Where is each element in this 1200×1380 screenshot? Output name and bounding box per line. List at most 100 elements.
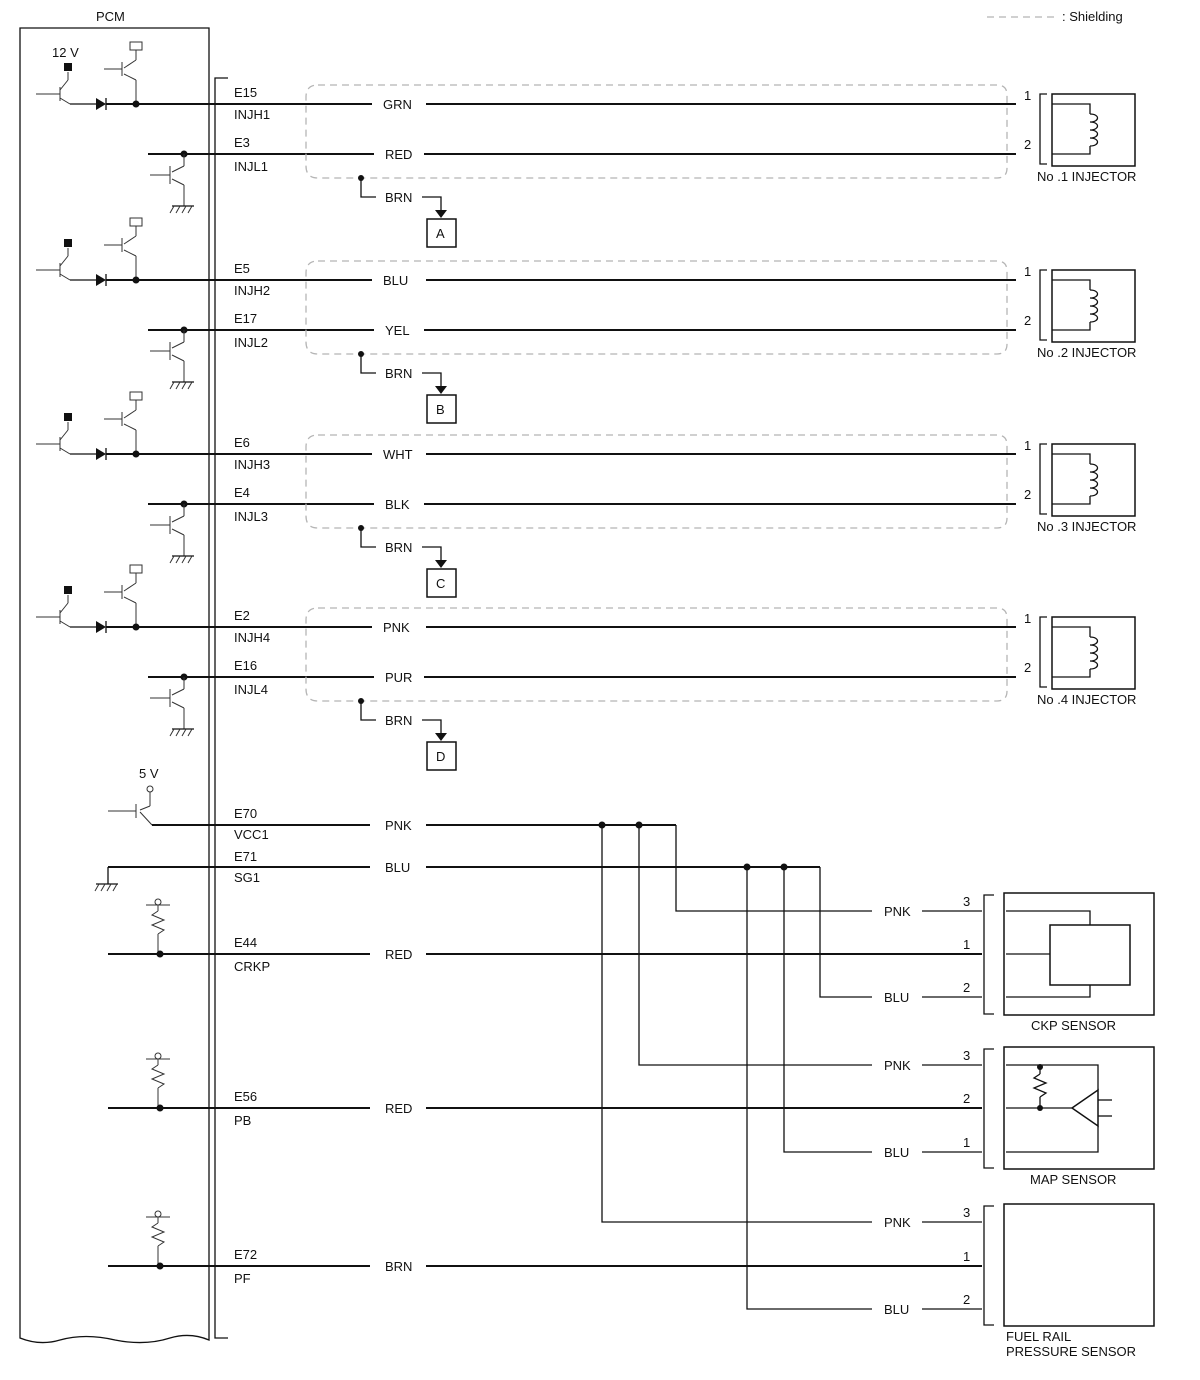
wire-color-ground-1: BRN (385, 190, 412, 205)
injector-3-term-1: 1 (1024, 438, 1031, 453)
pullup-resistor (150, 1064, 166, 1089)
pin-name-injl3: INJL3 (234, 509, 268, 524)
injector-1-low-driver (148, 150, 228, 214)
supply-12v-label: 12 V (52, 45, 79, 60)
ground-ref-box-b (426, 394, 457, 424)
wire-color-injh4: PNK (383, 620, 410, 635)
injector-1-label: No .1 INJECTOR (1037, 169, 1136, 184)
injector-4-low-driver (148, 673, 228, 737)
map-term-power: 3 (963, 1048, 970, 1063)
map-ground-color: BLU (884, 1145, 909, 1160)
wire-map-ground (783, 867, 872, 1153)
wire-color-injl1: RED (385, 147, 412, 162)
pin-name-vcc1: VCC1 (234, 827, 269, 842)
map-sensor: 3 2 1 MAP SENSOR (963, 1046, 1155, 1187)
injector-1-connector (1039, 93, 1047, 165)
wire-color-injl2: YEL (385, 323, 410, 338)
pin-name-injl2: INJL2 (234, 335, 268, 350)
injector-2-coil (1089, 289, 1099, 323)
pin-name-injl1: INJL1 (234, 159, 268, 174)
frp-power-color: PNK (884, 1215, 911, 1230)
pin-e2: E2 (234, 608, 250, 623)
injector-2-term-2: 2 (1024, 313, 1031, 328)
wire-color-pf: BRN (385, 1259, 412, 1274)
pullup-resistor (150, 910, 166, 935)
pin-e56: E56 (234, 1089, 257, 1104)
pin-name-injh4: INJH4 (234, 630, 270, 645)
pin-e6: E6 (234, 435, 250, 450)
wire-color-injl4: PUR (385, 670, 412, 685)
ckp-power-color: PNK (884, 904, 911, 919)
ground-ref-label-a: A (436, 226, 445, 241)
ckp-ground-color: BLU (884, 990, 909, 1005)
pin-e71: E71 (234, 849, 257, 864)
wire-color-injl3: BLK (385, 497, 410, 512)
injector-4-high-driver (36, 564, 228, 633)
injector-4-coil (1089, 636, 1099, 670)
wire-frp-power (601, 825, 872, 1223)
injector-4-body (1051, 616, 1136, 690)
pcm-connector-e (214, 77, 228, 1339)
pin-e15: E15 (234, 85, 257, 100)
map-term-ground: 1 (963, 1135, 970, 1150)
injector-3-coil (1089, 463, 1099, 497)
wire-color-sg1: BLU (385, 860, 410, 875)
shielding-legend-label: : Shielding (1062, 9, 1123, 24)
pin-name-sg1: SG1 (234, 870, 260, 885)
wire-ckp-ground (819, 867, 872, 998)
supply-5v-label: 5 V (139, 766, 159, 781)
ground-ref-label-c: C (436, 576, 445, 591)
pin-e44: E44 (234, 935, 257, 950)
frp-term-signal: 1 (963, 1249, 970, 1264)
pin-name-injh2: INJH2 (234, 283, 270, 298)
injector-2-body (1051, 269, 1136, 343)
injector-1-body (1051, 93, 1136, 167)
pin-name-pb: PB (234, 1113, 251, 1128)
wire-color-ground-2: BRN (385, 366, 412, 381)
pin-name-crkp: CRKP (234, 959, 270, 974)
pin-e70: E70 (234, 806, 257, 821)
injector-3-body (1051, 443, 1136, 517)
pin-e16: E16 (234, 658, 257, 673)
injector-3-low-driver (148, 500, 228, 564)
pin-name-injl4: INJL4 (234, 682, 268, 697)
pcm-title: PCM (96, 9, 125, 24)
injector-2-label: No .2 INJECTOR (1037, 345, 1136, 360)
ckp-sensor: 3 1 2 CKP SENSOR (963, 892, 1155, 1033)
injector-3-connector (1039, 443, 1047, 515)
injector-1-high-driver (36, 41, 228, 110)
injector-2-term-1: 1 (1024, 264, 1031, 279)
ckp-term-power: 3 (963, 894, 970, 909)
ground-ref-box-a (426, 218, 457, 248)
wire-color-ground-3: BRN (385, 540, 412, 555)
ground-ref-label-d: D (436, 749, 445, 764)
wire-frp-ground (746, 867, 872, 1310)
pcm-module: PCM (19, 9, 228, 1344)
sg1-ground-symbol (94, 867, 118, 892)
pin-name-injh1: INJH1 (234, 107, 270, 122)
ckp-sensor-label: CKP SENSOR (1031, 1018, 1116, 1033)
frp-term-ground: 2 (963, 1292, 970, 1307)
injector-3-term-2: 2 (1024, 487, 1031, 502)
injector-1-shielding (305, 84, 1008, 179)
injector-3-label: No .3 INJECTOR (1037, 519, 1136, 534)
wire-color-injh3: WHT (383, 447, 413, 462)
injector-1-term-2: 2 (1024, 137, 1031, 152)
ground-ref-label-b: B (436, 402, 445, 417)
wire-map-power (638, 825, 872, 1066)
vcc-supply-driver: 5 V (108, 766, 159, 826)
injector-1-coil (1089, 113, 1099, 147)
injector-4-term-2: 2 (1024, 660, 1031, 675)
map-term-signal: 2 (963, 1091, 970, 1106)
wire-color-injh1: GRN (383, 97, 412, 112)
